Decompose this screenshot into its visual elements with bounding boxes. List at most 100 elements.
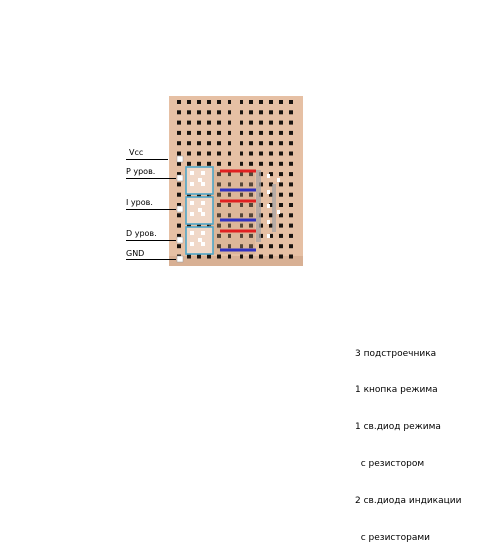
trimmer-pin [201,242,205,246]
board-hole [240,254,243,259]
board-hole [289,233,293,238]
red-jumper-wire [220,199,256,203]
pin-label-i: I уров. [126,198,153,207]
board-hole [289,130,293,135]
header-pin [176,174,184,182]
board-hole [259,130,263,135]
board-hole [207,110,211,115]
lead-line-i [126,209,176,210]
board-hole [217,233,221,238]
board-hole [279,244,283,249]
parts-list-item: 1 св.диод режима [355,422,441,433]
board-hole [249,223,253,228]
board-hole [279,254,283,259]
board-hole [279,161,283,166]
board-hole [177,100,181,104]
board-hole [217,203,221,207]
board-hole [279,100,283,104]
pin-label-p: P уров. [126,167,156,176]
board-hole [187,100,191,104]
board-hole [279,130,283,135]
board-hole [279,172,283,177]
board-hole [269,244,273,249]
board-hole [177,172,181,177]
component-lead [277,210,280,214]
board-hole [217,130,221,135]
parts-list-item: с резистором [355,459,425,470]
pin-label-d: D уров. [126,229,157,238]
trimmer-pin [201,182,205,186]
board-hole [187,120,191,125]
board-hole [217,244,221,249]
header-pin [176,205,184,213]
board-hole [259,100,263,104]
board-hole [207,223,211,228]
board-hole [240,120,243,125]
red-jumper-wire [220,169,256,173]
board-hole [289,161,293,166]
board-hole [187,130,191,135]
board-hole [240,233,243,238]
red-jumper-wire [220,229,256,233]
board-hole [259,141,263,146]
board-hole [217,110,221,115]
board-hole [279,233,283,238]
board-hole [269,233,273,238]
board-hole [289,213,293,218]
trimmer-pin [190,242,194,246]
board-hole [289,141,293,146]
board-hole [279,141,283,146]
board-hole [289,151,293,156]
board-hole [228,172,231,177]
board-hole [228,213,231,218]
component-lead [267,220,270,224]
board-hole [249,233,253,238]
board-hole [240,223,243,228]
board-hole [259,110,263,115]
trimmer-pin [201,171,205,175]
board-hole [197,120,201,125]
board-hole [187,254,191,259]
board-hole [269,182,273,187]
board-hole [177,130,181,135]
board-hole [289,182,293,187]
board-hole [249,141,253,146]
board-hole [289,120,293,125]
board-hole [249,244,253,249]
board-hole [228,130,231,135]
board-hole [197,161,201,166]
parts-list-item: 2 св.диода индикации [355,496,462,507]
board-hole [177,182,181,187]
board-hole [249,172,253,177]
trimmer-pin [190,182,194,186]
parts-list-item: 1 кнопка режима [355,385,438,396]
board-hole [269,172,273,177]
board-edge [169,256,303,266]
board-hole [259,244,263,249]
board-hole [197,223,201,228]
board-hole [207,100,211,104]
pin-label-vcc: Vcc [129,148,144,157]
component-shadow [209,170,255,254]
board-hole [289,172,293,177]
board-hole [217,161,221,166]
board-hole [228,110,231,115]
trimmer-pin [201,201,205,205]
board-hole [228,254,231,259]
board-hole [289,100,293,104]
board-hole [228,120,231,125]
stripboard-drawing [169,100,303,266]
board-hole [228,161,231,166]
board-hole [279,213,283,218]
trimmer-pin [190,171,194,175]
board-hole [269,203,273,207]
board-hole [207,141,211,146]
board-hole [187,110,191,115]
board-hole [228,233,231,238]
board-hole [289,110,293,115]
board-hole [240,151,243,156]
trimmer-pin [201,212,205,216]
board-hole [217,151,221,156]
board-hole [240,192,243,197]
board-hole [269,120,273,125]
